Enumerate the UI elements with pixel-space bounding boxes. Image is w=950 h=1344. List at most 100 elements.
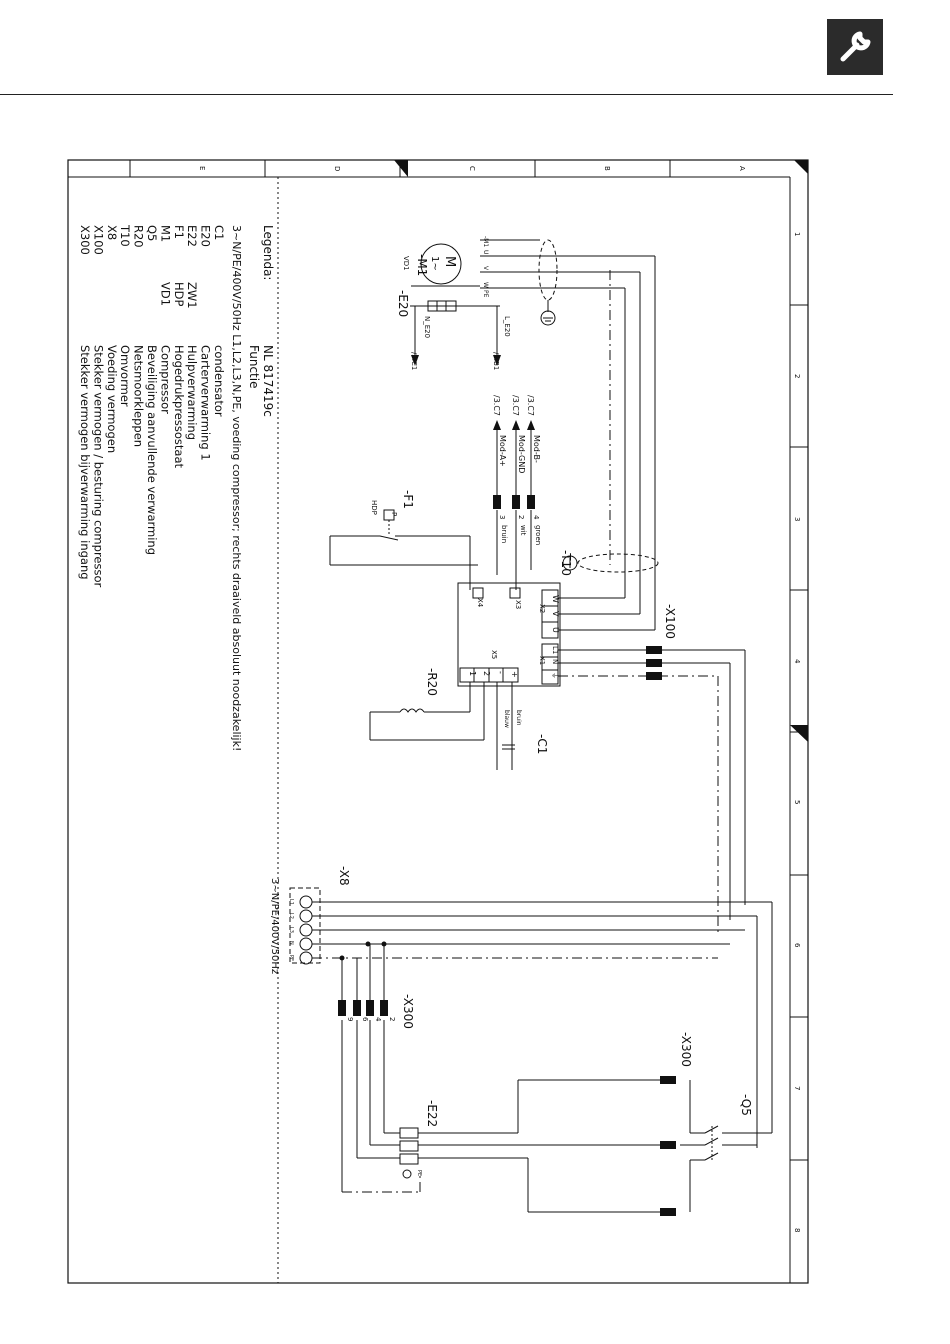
grid-col-label: 5	[793, 800, 801, 804]
pin-label: 4	[532, 515, 540, 520]
component-ref-f1: -F1	[401, 490, 415, 509]
wire-label: N_E20	[423, 316, 431, 338]
legend-entry-sub: ZW1	[185, 282, 199, 309]
pin-label: 3	[498, 515, 506, 519]
pin-label: 2	[517, 515, 525, 519]
legend-entry-code: E20	[199, 225, 213, 247]
terminal-label: PE	[482, 290, 489, 298]
pin-label: +	[510, 671, 519, 678]
pin-label: V	[551, 611, 560, 617]
wire-label: L_E20	[503, 316, 511, 337]
component-ref-x300-side: -X300	[679, 1032, 693, 1067]
component-ref-m1: -M1	[415, 254, 429, 276]
grid-col-label: 8	[793, 1228, 801, 1232]
legend-function-label: Functie	[247, 345, 261, 388]
wire-color-label: blauw	[503, 710, 510, 728]
signal-label: Mod-A+	[498, 435, 507, 467]
pin-label: ⏚	[551, 672, 559, 679]
motor-symbol-phase: 1~	[429, 256, 440, 271]
grid-row-label: C	[468, 166, 476, 171]
grid-col-label: 3	[793, 517, 801, 521]
pin-label: 9	[346, 1017, 354, 1021]
legend-entry-desc: Beveiliging aanvullende verwarming	[145, 345, 159, 555]
terminal-label: W	[482, 282, 489, 288]
grid-col-label: 4	[793, 659, 801, 664]
connector-label: X2	[538, 604, 546, 613]
component-ref-r20: -R20	[425, 668, 439, 696]
grid-col-label: 6	[793, 943, 801, 948]
pressure-symbol: P	[390, 512, 398, 516]
legend-entry-code: Q5	[145, 225, 159, 241]
legend-entry-desc: Voeding vermogen	[105, 345, 119, 453]
signal-label: Mod-GND	[517, 435, 526, 473]
legend-entry-desc: Compressor	[158, 345, 172, 414]
grid-row-label: B	[603, 166, 611, 171]
pin-label: 6	[361, 1017, 369, 1022]
terminal-label: U	[482, 250, 489, 254]
legend-entry-sub: HDP	[172, 282, 186, 307]
wire-color-label: bruin	[500, 525, 508, 543]
pin-label: 4	[374, 1017, 382, 1022]
legend-supply-note: 3~N/PE/400V/50Hz L1,L2,L3,N,PE, voeding …	[230, 225, 243, 751]
legend-entry-code: F1	[172, 225, 186, 239]
pin-label: N	[288, 941, 294, 945]
legend-heading: Legenda:	[261, 225, 275, 280]
connector-label: X4	[476, 598, 484, 608]
pin-label: 1	[468, 671, 477, 676]
legend-entry-desc: Stekker vermogen bijverwarming ingang	[78, 345, 92, 580]
component-ref-c1: -C1	[535, 734, 549, 754]
legend-entry-code: C1	[212, 225, 226, 240]
component-sub-hdp: HDP	[370, 500, 378, 515]
legend-entry-code: X8	[105, 225, 119, 240]
legend-entry-code: T10	[118, 224, 132, 247]
pin-label: L2	[288, 913, 294, 919]
pin-label: -	[496, 671, 505, 674]
pin-label: L1	[288, 899, 294, 905]
terminal-label: -M1	[482, 236, 489, 247]
cross-ref: /2.C1	[410, 352, 418, 370]
cross-ref: /3.C7	[526, 395, 535, 416]
component-ref-x300: -X300	[401, 994, 415, 1029]
legend-entry-code: R20	[132, 225, 146, 248]
terminal-label: V	[482, 266, 489, 271]
component-sub-vd1: VD1	[402, 256, 410, 271]
wire-color-label: wit	[519, 525, 527, 536]
legend-entry-desc: Stekker vermogen / besturing compressor	[91, 345, 105, 588]
grid-col-label: 7	[793, 1086, 801, 1090]
pin-label: 2	[388, 1017, 396, 1021]
pin-label: PE	[288, 955, 294, 961]
legend-entry-desc: Hogedrukpressostaat	[172, 345, 186, 468]
motor-symbol-m: M	[442, 256, 457, 267]
connector-label: X5	[490, 650, 498, 659]
legend-entry-code: M1	[158, 225, 172, 242]
signal-label: Mod-B-	[532, 435, 541, 463]
pe-label: PE	[416, 1170, 422, 1176]
grid-row-label: D	[333, 166, 341, 171]
legend-entry-sub: VD1	[158, 282, 172, 306]
legend-entry-code: E22	[185, 225, 199, 247]
legend-entry-desc: Hulpverwarming	[185, 345, 199, 440]
grid-row-label: A	[738, 166, 746, 171]
wrench-icon	[827, 19, 883, 75]
legend-entry-code: X300	[78, 225, 92, 255]
component-ref-e22: -E22	[425, 1100, 439, 1127]
component-ref-x100: -X100	[663, 604, 677, 639]
wire-color-label: bruin	[515, 710, 522, 726]
component-ref-q5: -Q5	[739, 1094, 753, 1116]
legend-entry-desc: Carterverwarming 1	[199, 345, 213, 461]
legend-entry-desc: Netsmoorkleppen	[132, 345, 146, 447]
header-rule	[0, 94, 893, 95]
component-ref-x8: -X8	[337, 866, 351, 886]
pin-label: N	[551, 659, 559, 664]
pin-label: U	[551, 627, 560, 633]
connector-label: X1	[538, 656, 546, 665]
legend-entry-desc: condensator	[212, 345, 226, 417]
pin-label: 2	[482, 671, 491, 676]
grid-col-label: 1	[793, 232, 801, 236]
connector-label: X3	[514, 600, 522, 609]
wire-color-label: groen	[534, 525, 542, 545]
cross-ref: /3.C7	[511, 395, 520, 416]
pin-label: L3	[288, 927, 294, 933]
legend-doc-number: NL 817419c	[261, 345, 275, 417]
